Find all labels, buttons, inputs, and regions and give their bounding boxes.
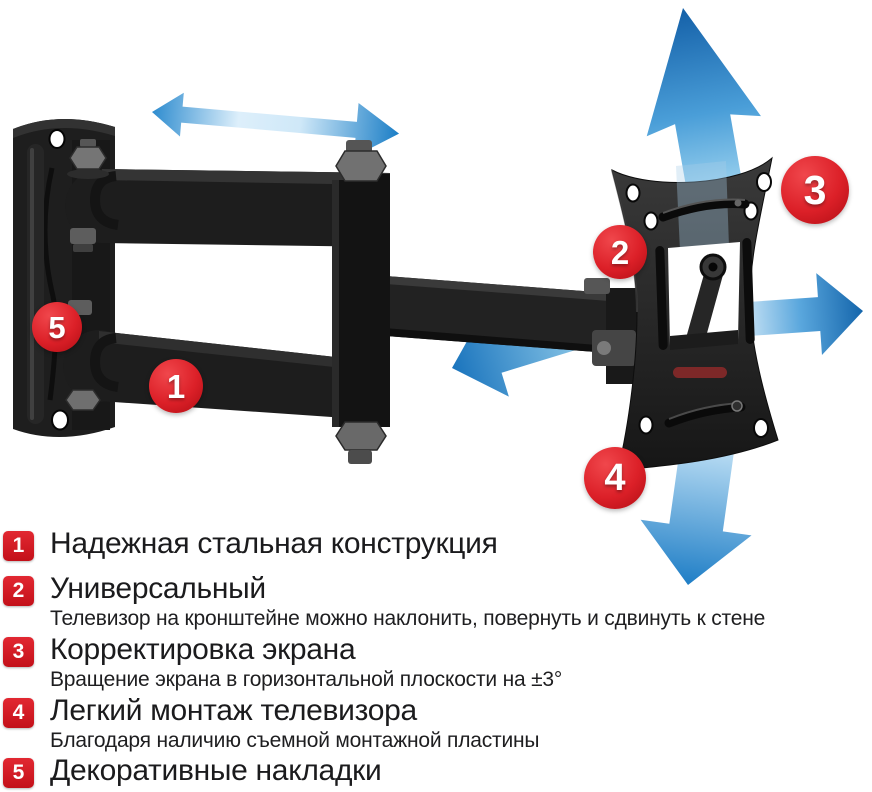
brand-mark bbox=[673, 367, 727, 378]
decorative-cover-rod bbox=[27, 144, 44, 424]
upper-arm bbox=[65, 169, 390, 247]
wall-hinge-bolts bbox=[65, 139, 119, 411]
product-illustration bbox=[13, 8, 863, 585]
feature-number-badge: 3 bbox=[3, 637, 34, 667]
feature-subtitle: Благодаря наличию съемной монтажной плас… bbox=[50, 729, 540, 752]
tilt-arm bbox=[686, 260, 726, 344]
feature-title: Декоративные накладки bbox=[50, 754, 382, 787]
slot-bolt bbox=[731, 400, 743, 412]
arrow-up-icon bbox=[646, 8, 761, 206]
pivot-post bbox=[332, 140, 390, 464]
pivot-top-bolt bbox=[335, 150, 387, 182]
feature-number-badge: 4 bbox=[3, 698, 34, 728]
callout-badge-2: 2 bbox=[593, 225, 647, 279]
feature-title: Легкий монтаж телевизора bbox=[50, 694, 417, 727]
feature-item-3: 3 Корректировка экрана Вращение экрана в… bbox=[3, 634, 863, 691]
callout-badge-4: 4 bbox=[584, 447, 646, 509]
callout-badge-5: 5 bbox=[32, 302, 82, 352]
feature-item-2: 2 Универсальный Телевизор на кронштейне … bbox=[3, 573, 863, 630]
feature-number-badge: 1 bbox=[3, 531, 34, 561]
feature-title: Корректировка экрана bbox=[50, 633, 356, 666]
feature-subtitle: Вращение экрана в горизонтальной плоскос… bbox=[50, 668, 563, 691]
pivot-bottom-bolt bbox=[335, 421, 387, 451]
arrow-down-icon bbox=[640, 424, 752, 585]
arrow-slide-horizontal-icon bbox=[152, 92, 400, 157]
extension-arm bbox=[334, 272, 622, 354]
feature-number-badge: 2 bbox=[3, 576, 34, 606]
wall-screw-hole-top bbox=[48, 129, 66, 149]
feature-title: Универсальный bbox=[50, 572, 266, 605]
arrow-right-icon bbox=[722, 273, 863, 355]
feature-subtitle: Телевизор на кронштейне можно наклонить,… bbox=[50, 607, 766, 630]
feature-number-badge: 5 bbox=[3, 758, 34, 788]
callout-badge-3: 3 bbox=[781, 156, 849, 224]
callout-badge-1: 1 bbox=[149, 359, 203, 413]
arm-end-hardware bbox=[584, 278, 640, 384]
feature-title: Надежная стальная конструкция bbox=[50, 527, 498, 560]
tv-mount-plate bbox=[611, 156, 779, 471]
wall-screw-hole-bottom bbox=[51, 409, 69, 431]
feature-item-5: 5 Декоративные накладки bbox=[3, 755, 863, 788]
feature-item-4: 4 Легкий монтаж телевизора Благодаря нал… bbox=[3, 695, 863, 752]
feature-item-1: 1 Надежная стальная конструкция bbox=[3, 528, 863, 561]
